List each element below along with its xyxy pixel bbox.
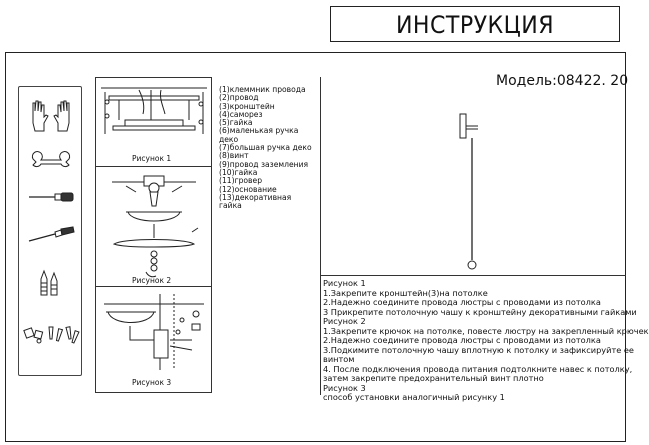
instruction-line: 1.Закрепите крючок на потолке, повесте л… xyxy=(323,325,649,336)
legend-item: (5)гайка xyxy=(219,118,253,128)
instruction-line: способ установки аналогичный рисунку 1 xyxy=(323,392,505,402)
row-divider xyxy=(320,275,626,276)
instruction-line: 2.Надежно соедините провода люстры с про… xyxy=(323,335,601,345)
instruction-line: Рисунок 3 xyxy=(323,382,366,393)
screwdriver-icon xyxy=(28,226,75,242)
wrench-icon xyxy=(31,151,71,168)
divider xyxy=(96,286,211,287)
instruction-line: Рисунок 1 xyxy=(323,278,366,288)
legend-item: (12)основание xyxy=(219,184,277,194)
screwdriver-icon xyxy=(29,192,74,202)
figure-1-diagram xyxy=(101,87,207,134)
parts-legend: (1)клеммник провода (2)провод (3)кронште… xyxy=(219,85,319,211)
legend-item: (7)большая ручка деко xyxy=(219,143,312,153)
instruction-line: винтом xyxy=(323,354,355,364)
tools-panel xyxy=(18,86,82,376)
legend-item: (11)гровер xyxy=(219,176,263,186)
instruction-line: 2.Надежно соедините провода люстры с про… xyxy=(323,297,601,307)
anchors-icon xyxy=(40,269,58,296)
figure-2-caption: Рисунок 2 xyxy=(132,276,172,285)
instruction-line: 4. После подключения провода питания под… xyxy=(323,363,633,374)
instruction-sheet-frame xyxy=(5,52,626,442)
legend-item: (13)декоративная xyxy=(219,192,292,202)
legend-item: (2)провод xyxy=(219,93,259,103)
legend-item: деко xyxy=(219,134,239,144)
lamp-fixture-illustration xyxy=(459,113,478,270)
instruction-line: 1.Закрепите кронштейн(3)на потолке xyxy=(323,287,488,298)
instruction-line: затем закрепите предохранительный винт п… xyxy=(323,373,544,383)
figure-3-diagram xyxy=(104,294,204,370)
installation-instructions: Рисунок 1 1.Закрепите кронштейн(3)на пот… xyxy=(323,278,649,403)
figures-panel: Рисунок 1 Рисунок 2 Ри xyxy=(95,77,212,393)
instruction-line: 3 Прикрепите потолочную чашу к кронштейн… xyxy=(323,306,637,317)
legend-item: (4)саморез xyxy=(219,109,263,119)
model-number: Модель:08422. 20 xyxy=(496,73,629,89)
divider xyxy=(96,166,211,167)
figure-3-caption: Рисунок 3 xyxy=(132,378,172,387)
legend-item: (10)гайка xyxy=(219,167,258,177)
legend-item: (6)маленькая ручка xyxy=(219,126,299,136)
legend-item: (9)провод заземления xyxy=(219,159,309,169)
legend-item: (1)клеммник провода xyxy=(219,85,306,94)
legend-item: (8)винт xyxy=(219,151,249,161)
legend-item: (3)кронштейн xyxy=(219,101,275,111)
figure-1-caption: Рисунок 1 xyxy=(132,154,172,163)
page-title: ИНСТРУКЦИЯ xyxy=(395,11,555,39)
fasteners-icon xyxy=(23,326,80,344)
title-frame xyxy=(330,6,620,42)
instruction-line: 3.Подкимите потолочную чашу вплотную к п… xyxy=(323,344,634,355)
instruction-line: Рисунок 2 xyxy=(323,316,366,326)
gloves-icon xyxy=(32,100,70,132)
legend-item: гайка xyxy=(219,201,242,211)
figure-2-diagram xyxy=(112,175,199,278)
column-divider xyxy=(320,77,321,395)
